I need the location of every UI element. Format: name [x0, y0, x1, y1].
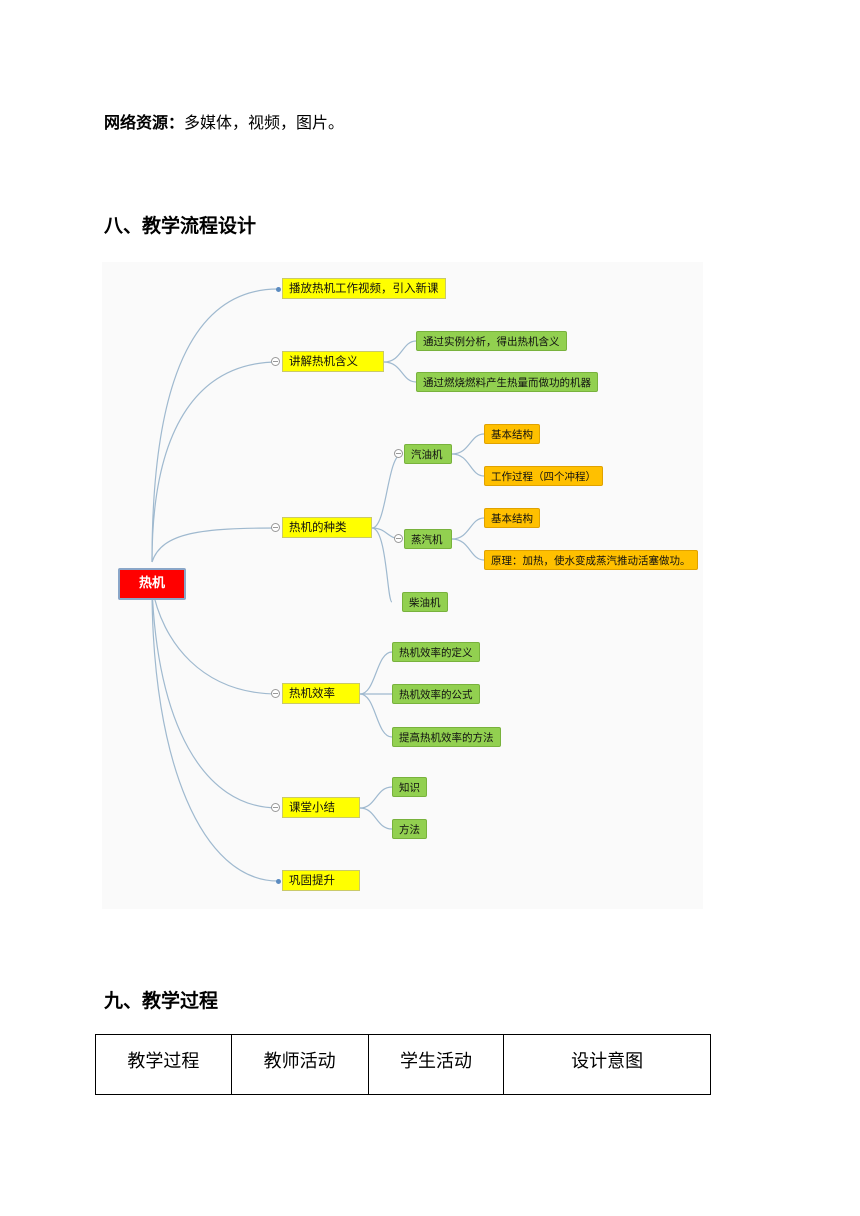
node-meaning: 讲解热机含义 — [282, 351, 384, 372]
collapse-toggle[interactable] — [271, 357, 280, 366]
node-meaning-definition: 通过燃烧燃料产生热量而做功的机器 — [416, 372, 598, 392]
node-consolidate: 巩固提升 — [282, 870, 360, 891]
section-8-heading: 八、教学流程设计 — [104, 215, 257, 237]
collapse-toggle[interactable] — [394, 449, 403, 458]
collapse-toggle[interactable] — [394, 534, 403, 543]
node-steam-principle: 原理：加热，使水变成蒸汽推动活塞做功。 — [484, 550, 698, 570]
teaching-process-table: 教学过程 教师活动 学生活动 设计意图 — [95, 1034, 711, 1095]
table-header-cell: 教学过程 — [95, 1034, 232, 1095]
table-header-cell: 设计意图 — [503, 1034, 711, 1095]
node-efficiency-improve: 提高热机效率的方法 — [392, 727, 501, 747]
mindmap-connectors — [151, 288, 485, 882]
resource-text: 多媒体，视频，图片。 — [184, 113, 345, 132]
resource-label: 网络资源 — [104, 113, 169, 132]
resource-line: 网络资源：多媒体，视频，图片。 — [104, 109, 344, 133]
node-meaning-example: 通过实例分析，得出热机含义 — [416, 331, 567, 351]
branch-dot — [276, 287, 281, 292]
node-summary-method: 方法 — [392, 819, 427, 839]
table-header-cell: 教师活动 — [230, 1034, 369, 1095]
node-play-video: 播放热机工作视频，引入新课 — [282, 278, 446, 299]
node-summary-knowledge: 知识 — [392, 777, 427, 797]
node-steam-engine: 蒸汽机 — [404, 529, 452, 549]
resource-colon: ： — [168, 113, 185, 132]
collapse-toggle[interactable] — [271, 689, 280, 698]
branch-dot — [276, 879, 281, 884]
table-header-row: 教学过程 教师活动 学生活动 设计意图 — [95, 1034, 711, 1095]
node-efficiency-formula: 热机效率的公式 — [392, 684, 480, 704]
node-summary: 课堂小结 — [282, 797, 360, 818]
mindmap-root-node: 热机 — [118, 568, 186, 600]
node-efficiency-definition: 热机效率的定义 — [392, 642, 480, 662]
node-steam-structure: 基本结构 — [484, 508, 540, 528]
section-9-heading: 九、教学过程 — [104, 990, 219, 1012]
mindmap-diagram: 热机 播放热机工作视频，引入新课 讲解热机含义 通过实例分析，得出热机含义 通过… — [102, 262, 703, 909]
node-types: 热机的种类 — [282, 517, 372, 538]
node-gasoline-process: 工作过程（四个冲程） — [484, 466, 603, 486]
node-diesel-engine: 柴油机 — [402, 592, 448, 612]
collapse-toggle[interactable] — [271, 803, 280, 812]
node-gasoline-engine: 汽油机 — [404, 444, 452, 464]
collapse-toggle[interactable] — [271, 523, 280, 532]
table-header-cell: 学生活动 — [367, 1034, 505, 1095]
node-gasoline-structure: 基本结构 — [484, 424, 540, 444]
node-efficiency: 热机效率 — [282, 683, 360, 704]
